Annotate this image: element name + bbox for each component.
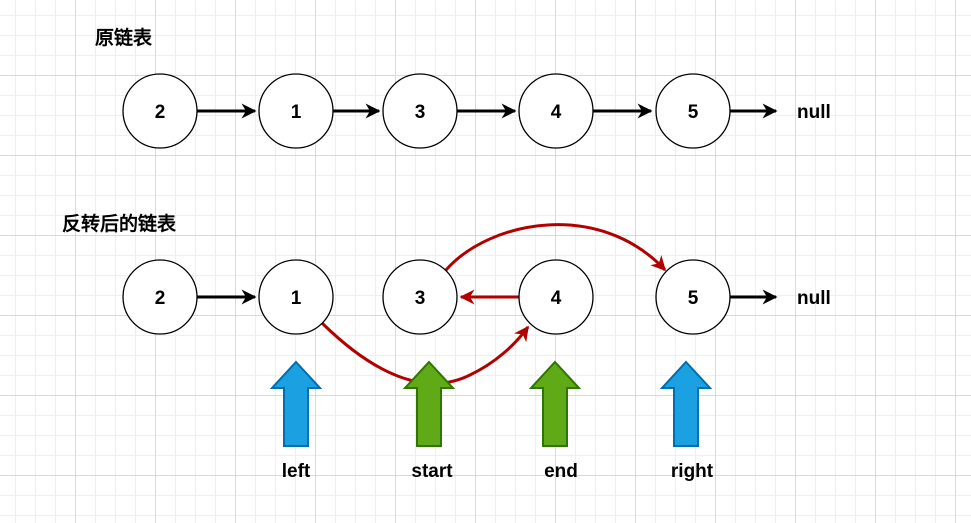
reversed-node-4: 4 bbox=[518, 259, 594, 335]
reversed-list: 2 1 3 4 5 null bbox=[122, 223, 831, 385]
original-node-4: 4 bbox=[518, 73, 594, 149]
end-pointer-label: end bbox=[544, 461, 578, 482]
pointers: left start end right bbox=[269, 360, 714, 482]
reversed-node-2: 2 bbox=[122, 259, 198, 335]
reversed-node-2-label: 2 bbox=[155, 288, 166, 309]
original-node-2: 2 bbox=[122, 73, 198, 149]
reversed-node-1-label: 1 bbox=[291, 288, 302, 309]
reversed-curve-3-to-5 bbox=[444, 223, 667, 272]
original-list: 2 1 3 4 5 null bbox=[122, 73, 831, 149]
original-node-1: 1 bbox=[258, 73, 334, 149]
original-node-5-label: 5 bbox=[688, 102, 699, 123]
start-pointer-label: start bbox=[411, 461, 453, 482]
right-pointer-label: right bbox=[671, 461, 714, 482]
left-pointer-arrow-icon bbox=[269, 360, 323, 447]
reversed-node-4-label: 4 bbox=[551, 288, 562, 309]
right-pointer-arrow-icon bbox=[659, 360, 713, 447]
reversed-list-title: 反转后的链表 bbox=[62, 212, 177, 235]
original-node-3: 3 bbox=[382, 73, 458, 149]
original-null-label: null bbox=[797, 102, 831, 123]
original-node-1-label: 1 bbox=[291, 102, 302, 123]
reversed-node-5-label: 5 bbox=[688, 288, 699, 309]
reversed-node-5: 5 bbox=[655, 259, 731, 335]
original-node-5: 5 bbox=[655, 73, 731, 149]
original-node-4-label: 4 bbox=[551, 102, 562, 123]
reversed-null-label: null bbox=[797, 288, 831, 309]
reversed-curve-1-to-4 bbox=[320, 321, 530, 385]
start-pointer-arrow-icon bbox=[402, 360, 456, 447]
reversed-node-3-label: 3 bbox=[415, 288, 426, 309]
original-node-3-label: 3 bbox=[415, 102, 426, 123]
reversed-node-3: 3 bbox=[382, 259, 458, 335]
original-node-2-label: 2 bbox=[155, 102, 166, 123]
left-pointer-label: left bbox=[282, 461, 311, 482]
end-pointer-arrow-icon bbox=[528, 360, 582, 447]
reversed-node-1: 1 bbox=[258, 259, 334, 335]
original-list-title: 原链表 bbox=[95, 26, 153, 49]
